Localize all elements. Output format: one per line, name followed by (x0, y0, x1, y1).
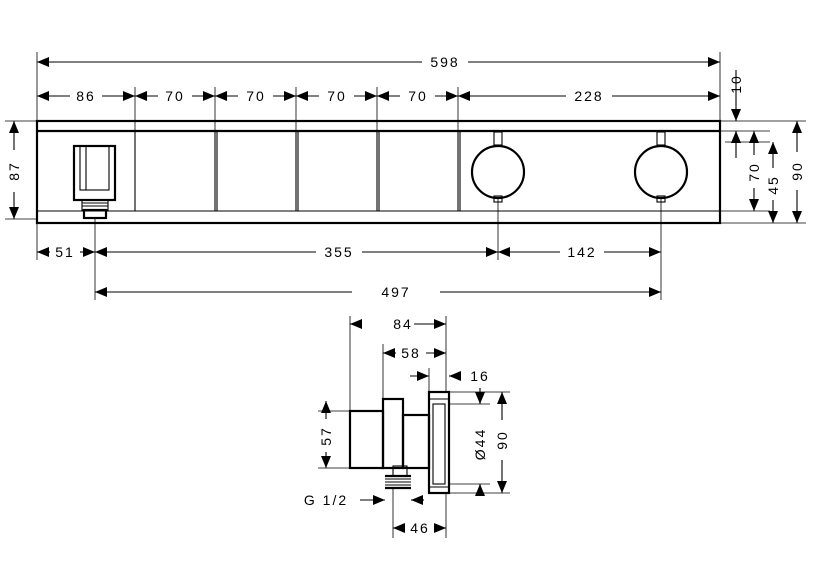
shower-holder-icon (72, 144, 117, 220)
front-view: 598 86 70 70 (5, 52, 806, 300)
dim-label-45: 45 (765, 175, 781, 195)
side-dim-label-diameter: Ø44 (472, 428, 488, 460)
dim-segments: 86 70 70 70 70 (37, 87, 720, 131)
dim-label-86: 86 (76, 88, 96, 104)
panel-outline (35, 119, 722, 225)
knob-2-icon (633, 131, 689, 203)
dim-label-497: 497 (381, 284, 410, 300)
knob-1-icon (470, 131, 526, 203)
side-dim-label-16: 16 (470, 368, 490, 384)
dim-label-70-vert: 70 (746, 162, 762, 182)
side-dim-label-thread: G 1/2 (304, 492, 348, 508)
dim-label-87: 87 (6, 161, 22, 181)
side-dim-label-90: 90 (494, 430, 510, 450)
side-dim-label-57: 57 (318, 426, 334, 446)
side-view: 84 58 16 57 Ø44 90 G (304, 316, 510, 538)
dim-label-142: 142 (567, 244, 596, 260)
dim-label-90: 90 (789, 161, 805, 181)
dim-label-228: 228 (574, 88, 603, 104)
dim-label-598: 598 (430, 54, 459, 70)
dim-label-51: 51 (55, 244, 75, 260)
dim-bottom: 51 355 142 497 (36, 198, 662, 300)
dim-label-70-a: 70 (165, 88, 185, 104)
dim-label-355: 355 (324, 244, 353, 260)
dim-label-70-d: 70 (408, 88, 428, 104)
side-dim-label-84: 84 (393, 316, 413, 332)
side-dim-label-46: 46 (410, 520, 430, 536)
dim-label-10: 10 (728, 74, 744, 94)
side-dim-label-58: 58 (401, 345, 421, 361)
dim-label-70-b: 70 (246, 88, 266, 104)
dim-overall-width: 598 (36, 52, 721, 121)
dim-right-side: 10 70 45 90 (720, 70, 806, 224)
dim-label-70-c: 70 (327, 88, 347, 104)
dim-height-87: 87 (5, 120, 37, 220)
